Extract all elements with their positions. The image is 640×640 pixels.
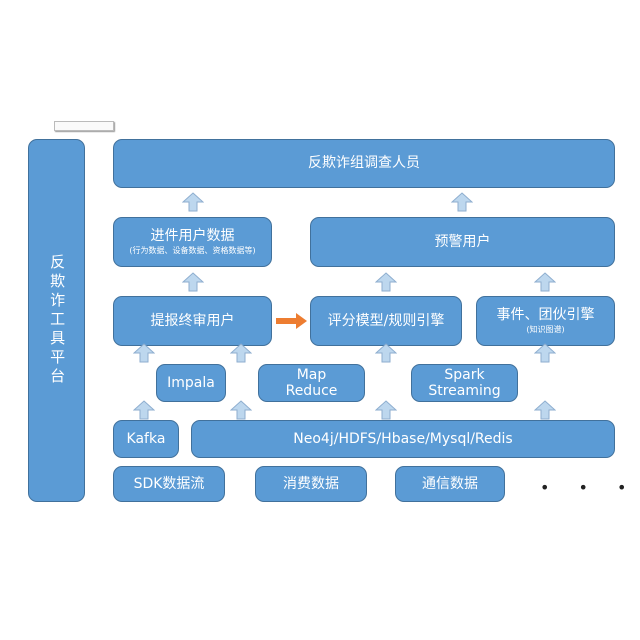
- spark-line1: Spark: [444, 366, 485, 383]
- arrow-up-icon: [451, 192, 473, 212]
- platform-label: 反欺诈工具平台: [48, 254, 67, 387]
- incoming-data-sub: (行为数据、设备数据、资格数据等): [129, 246, 256, 256]
- arrow-up-icon: [534, 400, 556, 420]
- mapreduce-line2: Reduce: [285, 383, 338, 399]
- source-sdk-label: SDK数据流: [133, 475, 205, 492]
- investigators-box: 反欺诈组调查人员: [113, 139, 615, 188]
- incoming-data-box: 进件用户数据(行为数据、设备数据、资格数据等): [113, 217, 272, 267]
- kafka-box: Kafka: [113, 420, 179, 458]
- arrow-up-icon: [133, 343, 155, 363]
- event-engine-sub: (知识图谱): [526, 325, 565, 335]
- spark-line2: Streaming: [428, 383, 501, 399]
- source-consumption-label: 消费数据: [283, 475, 339, 492]
- arrow-up-icon: [230, 343, 252, 363]
- source-telecom-box: 通信数据: [395, 466, 505, 502]
- scoring-label: 评分模型/规则引擎: [327, 312, 445, 329]
- alert-users-box: 预警用户: [310, 217, 615, 267]
- impala-box: Impala: [156, 364, 226, 402]
- investigators-label: 反欺诈组调查人员: [308, 155, 420, 172]
- more-ellipsis: • • •: [540, 478, 639, 497]
- review-users-box: 提报终审用户: [113, 296, 272, 346]
- storage-label: Neo4j/HDFS/Hbase/Mysql/Redis: [293, 430, 513, 447]
- mapreduce-line1: Map: [296, 366, 327, 383]
- arrow-up-icon: [375, 343, 397, 363]
- source-telecom-label: 通信数据: [422, 475, 478, 492]
- scoring-box: 评分模型/规则引擎: [310, 296, 462, 346]
- arrow-up-icon: [182, 192, 204, 212]
- source-sdk-box: SDK数据流: [113, 466, 225, 502]
- image-stamp: [54, 121, 114, 131]
- arrow-up-icon: [182, 272, 204, 292]
- arrow-up-icon: [133, 400, 155, 420]
- arrow-right-icon: [276, 313, 307, 329]
- alert-users-label: 预警用户: [434, 233, 491, 250]
- arrow-up-icon: [375, 400, 397, 420]
- impala-label: Impala: [167, 374, 215, 391]
- kafka-label: Kafka: [126, 430, 166, 447]
- arrow-up-icon: [534, 272, 556, 292]
- arrow-up-icon: [230, 400, 252, 420]
- platform-box: 反欺诈工具平台: [28, 139, 85, 502]
- storage-box: Neo4j/HDFS/Hbase/Mysql/Redis: [191, 420, 615, 458]
- arrow-up-icon: [534, 343, 556, 363]
- review-users-label: 提报终审用户: [150, 312, 235, 329]
- incoming-data-title: 进件用户数据: [150, 228, 235, 245]
- source-consumption-box: 消费数据: [255, 466, 367, 502]
- arrow-up-icon: [375, 272, 397, 292]
- event-engine-box: 事件、团伙引擎(知识图谱): [476, 296, 615, 346]
- event-engine-title: 事件、团伙引擎: [496, 307, 595, 324]
